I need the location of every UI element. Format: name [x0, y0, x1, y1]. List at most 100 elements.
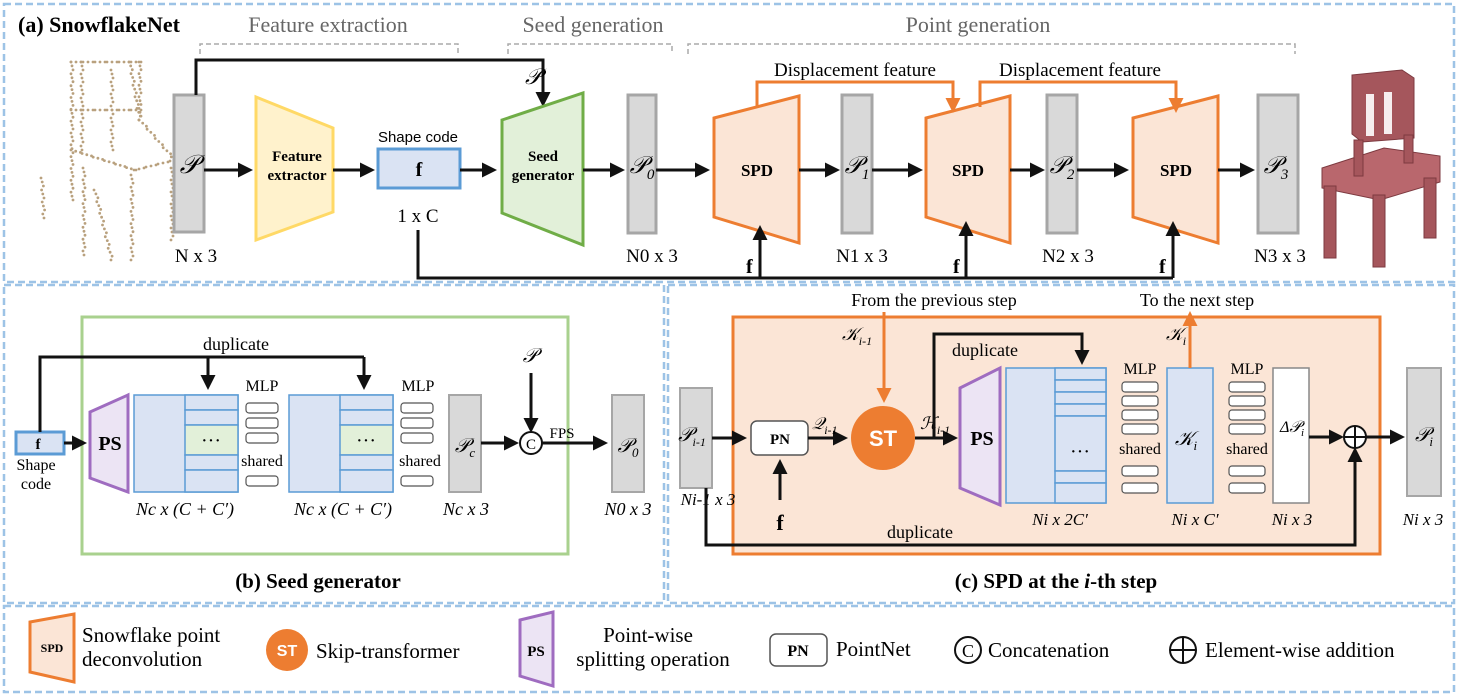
- point-cloud-dot: [131, 206, 135, 209]
- displacement-label-2: Displacement feature: [999, 60, 1161, 81]
- point-cloud-dot: [131, 83, 135, 87]
- point-cloud-dot: [135, 99, 139, 103]
- point-cloud-dot: [82, 241, 86, 245]
- point-cloud-dot: [139, 68, 143, 72]
- c-mlp-label-1: MLP: [1124, 361, 1157, 378]
- point-cloud-dot: [133, 95, 137, 99]
- point-cloud-dot: [129, 222, 133, 226]
- point-cloud-dot: [105, 108, 109, 112]
- point-cloud-dot: [69, 190, 73, 194]
- point-cloud-dot: [91, 60, 95, 64]
- point-cloud-dot: [130, 238, 134, 242]
- delta-dims: Ni x 3: [1271, 510, 1313, 529]
- c-shared-label-1: shared: [1119, 441, 1161, 458]
- point-cloud-dot: [138, 110, 142, 114]
- point-cloud-dot: [70, 182, 74, 186]
- c-f-label: f: [776, 510, 784, 535]
- point-cloud-dot: [42, 184, 45, 188]
- displacement-arrow-1: [755, 80, 961, 113]
- point-cloud-dot: [130, 250, 134, 254]
- point-cloud-dot: [95, 200, 99, 204]
- b-p0-box: [611, 394, 645, 493]
- point-cloud-dot: [169, 155, 173, 159]
- point-cloud-dot: [110, 144, 114, 148]
- point-cloud-dot: [149, 164, 153, 168]
- point-cloud-dot: [131, 193, 135, 197]
- point-cloud-dot: [115, 108, 119, 112]
- point-cloud-dot: [103, 227, 106, 231]
- p1-dims: N1 x 3: [836, 246, 888, 267]
- point-cloud-dot: [71, 198, 75, 202]
- point-cloud-dot: [81, 128, 85, 132]
- point-cloud-dot: [103, 108, 107, 112]
- p3-box: [1256, 93, 1300, 235]
- point-cloud-dot: [94, 192, 98, 196]
- point-cloud-dot: [103, 159, 106, 163]
- point-cloud-dot: [80, 88, 84, 92]
- point-cloud-dot: [157, 140, 161, 143]
- st-label: ST: [869, 426, 898, 451]
- p0-dims: N0 x 3: [626, 246, 678, 267]
- point-cloud-dot: [136, 103, 140, 106]
- point-cloud-dot: [139, 114, 143, 118]
- output-chair: [1321, 69, 1441, 268]
- point-cloud-dot: [109, 104, 113, 108]
- b-dots-2: ···: [356, 430, 376, 452]
- point-cloud-dot: [109, 140, 113, 144]
- k-box: [1166, 367, 1214, 504]
- pn-label: PN: [770, 432, 790, 448]
- stage-seed-generation: Seed generation: [522, 12, 663, 37]
- point-cloud-dot: [110, 132, 114, 136]
- c-ps-block: [958, 365, 1002, 508]
- p3-dims: N3 x 3: [1254, 246, 1306, 267]
- p0-box: [626, 93, 658, 235]
- point-cloud-dot: [169, 178, 173, 182]
- point-cloud-dot: [71, 127, 75, 131]
- point-cloud-dot: [98, 60, 102, 64]
- point-cloud-dot: [69, 131, 73, 135]
- point-cloud-dot: [110, 72, 114, 76]
- point-cloud-dot: [79, 60, 83, 64]
- c-shared-label-2: shared: [1226, 441, 1268, 458]
- point-cloud-dot: [127, 60, 131, 64]
- point-cloud-dot: [71, 80, 75, 84]
- legend-concat-letter: C: [962, 641, 974, 661]
- k-box-dims: Ni x C′: [1170, 510, 1218, 529]
- b-dims-2: Nc x (C + C′): [293, 499, 392, 520]
- point-cloud-dot: [109, 128, 113, 132]
- b-duplicate-label: duplicate: [203, 334, 269, 354]
- point-cloud-dot: [79, 120, 83, 124]
- c-mlp-1: [1121, 381, 1159, 494]
- legend-ps-icon-label: PS: [527, 644, 545, 660]
- point-cloud-dot: [81, 68, 85, 72]
- point-cloud-dot: [139, 108, 143, 112]
- point-cloud-dot: [70, 194, 74, 198]
- point-cloud-dot: [79, 144, 83, 148]
- c-mlp-2: [1228, 381, 1266, 494]
- legend-pn-icon-label: PN: [787, 643, 809, 660]
- point-cloud-dot: [134, 91, 138, 95]
- point-cloud-dot: [92, 188, 96, 192]
- point-cloud-dot: [79, 96, 83, 100]
- c-dims-2c: Ni x 2C′: [1031, 510, 1088, 529]
- legend-add-text: Element-wise addition: [1205, 638, 1395, 662]
- point-cloud-dot: [129, 167, 133, 171]
- point-cloud-dot: [86, 108, 90, 112]
- spd-2-label: SPD: [952, 161, 984, 180]
- point-cloud-dot: [161, 143, 164, 147]
- point-cloud-dot: [141, 121, 145, 125]
- point-cloud-dot: [103, 235, 107, 239]
- point-cloud-dot: [42, 204, 45, 208]
- point-cloud-dot: [82, 253, 86, 257]
- point-cloud-dot: [110, 96, 114, 100]
- shape-code-caption: Shape code: [378, 129, 458, 146]
- c-duplicate-line: [704, 447, 1363, 547]
- point-cloud-dot: [129, 72, 133, 75]
- legend-concat-text: Concatenation: [988, 638, 1110, 662]
